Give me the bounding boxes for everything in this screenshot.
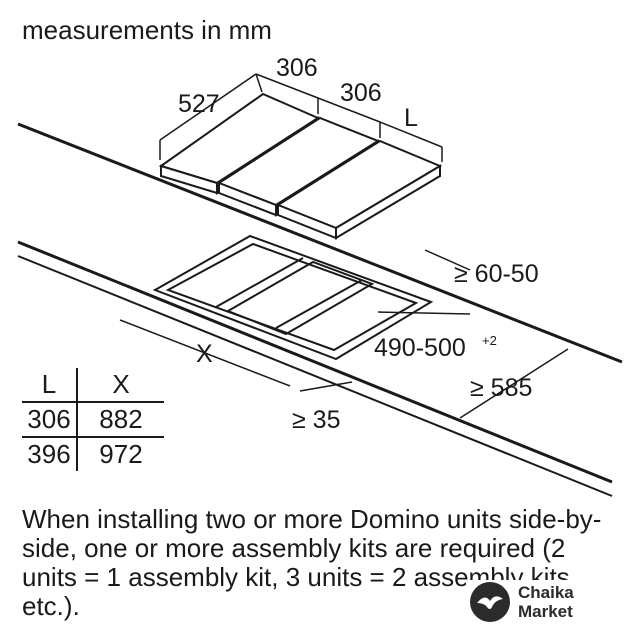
hob-units: [158, 92, 443, 240]
dim-cutout-depth: 490-500: [374, 334, 466, 362]
hob-unit-3: [275, 139, 443, 240]
table-cell: 972: [77, 436, 164, 471]
table-header-x: X: [112, 369, 130, 399]
table-cell: 882: [77, 401, 164, 437]
dimension-lines-top: [159, 73, 443, 162]
watermark-text: Chaika Market: [518, 583, 574, 621]
cutout-outline: [152, 234, 434, 361]
dim-cutout-depth-tolerance: +2: [482, 333, 497, 348]
dim-edge-clearance: ≥ 35: [292, 406, 340, 434]
worktop-front-edge-1: [17, 240, 613, 484]
watermark-logo: Chaika Market: [466, 580, 582, 624]
table-cell: 396: [22, 436, 78, 471]
dim-unit-width: L: [404, 104, 418, 132]
size-table: L X 306 882 396 972: [22, 368, 164, 471]
worktop-back-edge: [17, 122, 623, 364]
dim-worktop-depth: ≥ 585: [470, 374, 532, 402]
watermark-line-1: Chaika: [518, 583, 574, 602]
table-header-row: L X: [22, 368, 164, 402]
table-row: 306 882: [22, 401, 164, 437]
bird-icon: [470, 582, 510, 622]
dim-depth: 527: [178, 90, 220, 118]
page-title: measurements in mm: [22, 15, 272, 45]
dim-width-2: 306: [340, 79, 382, 107]
watermark-line-2: Market: [518, 602, 573, 621]
worktop-front-edge-2: [17, 255, 613, 497]
dim-front-clearance: ≥ 60-50: [454, 260, 539, 288]
table-cell: 306: [22, 401, 78, 437]
table-row: 396 972: [22, 436, 164, 471]
dimension-lines-right: [119, 249, 569, 419]
dim-cutout-width: X: [196, 340, 213, 368]
dim-width-1: 306: [276, 54, 318, 82]
table-header-l: L: [22, 368, 78, 402]
